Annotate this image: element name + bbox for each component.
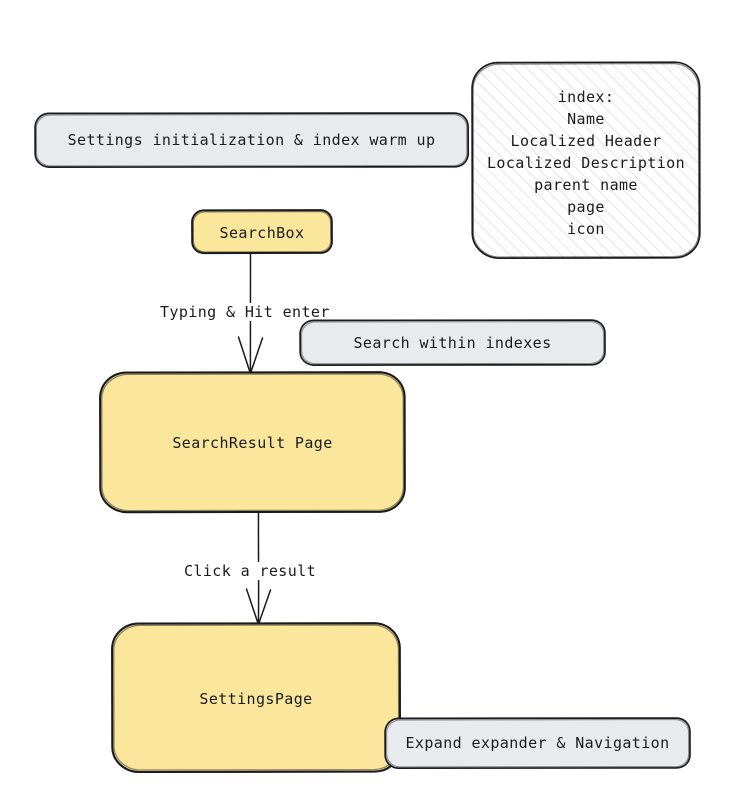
node-searchresult-label: SearchResult Page (172, 434, 333, 452)
edge-label-typing: Typing & Hit enter (158, 303, 332, 321)
index-line-1: Name (567, 110, 605, 128)
node-searchbox-label: SearchBox (219, 224, 305, 242)
node-settingspage-label: SettingsPage (199, 690, 313, 708)
index-line-2: Localized Header (510, 132, 662, 150)
note-init-text: Settings initialization & index warm up (67, 131, 436, 149)
index-line-6: icon (567, 220, 605, 238)
index-line-0: index: (557, 88, 615, 106)
edge-arrowhead-click (245, 588, 272, 626)
edge-label-click: Click a result (182, 562, 319, 580)
index-line-4: parent name (534, 176, 638, 194)
note-search-indexes-text: Search within indexes (353, 334, 552, 352)
index-line-5: page (567, 198, 605, 216)
index-line-3: Localized Description (486, 154, 686, 172)
edge-arrowhead-typing (237, 336, 264, 375)
note-expand-nav-text: Expand expander & Navigation (405, 734, 670, 752)
